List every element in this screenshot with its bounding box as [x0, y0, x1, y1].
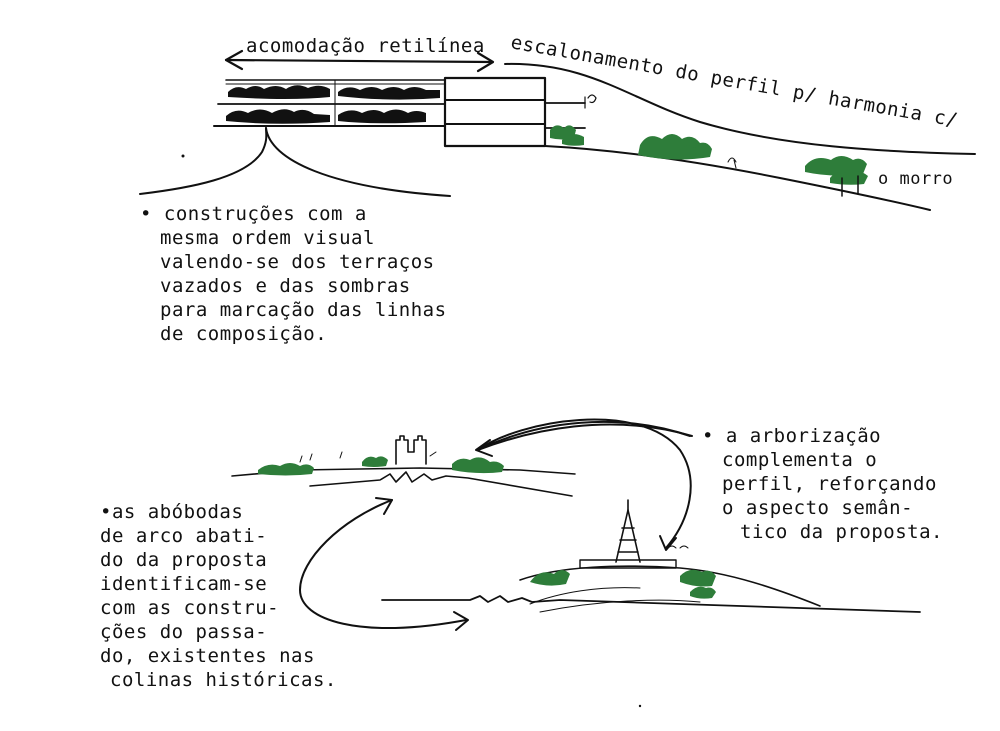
- note-abobodas-line-1: •as abóbodas: [100, 501, 243, 523]
- note-abobodas-line-5: com as constru-: [100, 597, 279, 619]
- terrace-shadows-upper: [228, 85, 440, 100]
- note-construcoes-line-1: • construções com a: [140, 203, 367, 225]
- note-abobodas-line-6: ções do passa-: [100, 621, 267, 643]
- label-acomodacao-retilinea: acomodação retilínea: [246, 35, 485, 57]
- proposal-hill-sketch: [381, 499, 921, 613]
- ink-dot: [638, 704, 642, 708]
- double-arrow-retilinea: [224, 49, 495, 73]
- note-arborizacao: • a arborização complementa o perfil, re…: [702, 425, 943, 543]
- note-bracket-top: [139, 127, 451, 197]
- church-towers: [395, 435, 427, 465]
- profile-slope-line: [504, 62, 976, 155]
- note-abobodas-line-4: identificam-se: [100, 573, 267, 595]
- note-arborizacao-line-5: tico da proposta.: [740, 521, 943, 543]
- arrow-arborizacao-head-line: [477, 423, 693, 451]
- note-construcoes-line-3: valendo-se dos terraços: [160, 251, 435, 273]
- note-arborizacao-line-1: • a arborização: [702, 425, 881, 447]
- note-abobodas-line-7: do, existentes nas: [100, 645, 315, 667]
- ground-line: [544, 145, 931, 211]
- label-escalonamento: escalonamento do perfil p/ harmonia c/: [509, 31, 960, 131]
- note-construcoes-line-2: mesma ordem visual: [160, 227, 375, 249]
- arrow-arborizacao-head: [475, 439, 493, 457]
- building-block: [443, 76, 547, 148]
- label-o-morro: o morro: [878, 169, 953, 189]
- note-arborizacao-line-3: perfil, reforçando: [722, 473, 937, 495]
- top-section-sketch: acomodação retilínea: [139, 31, 976, 345]
- note-arborizacao-line-4: o aspecto semân-: [722, 497, 913, 519]
- note-abobodas-line-3: do da proposta: [100, 549, 267, 571]
- terrace-shadows-lower: [226, 109, 426, 124]
- arrow-arborizacao: [477, 418, 692, 549]
- note-construcoes-line-6: de composição.: [160, 323, 327, 345]
- note-construcoes-line-4: vazados e das sombras: [160, 275, 411, 297]
- historic-hill-sketch: [231, 435, 576, 497]
- note-abobodas-line-2: de arco abati-: [100, 525, 267, 547]
- arrow-arborizacao-tail-head: [659, 535, 677, 551]
- note-construcoes: • construções com a mesma ordem visual v…: [140, 203, 447, 345]
- slope-vegetation: [550, 125, 868, 197]
- note-abobodas-line-8: colinas históricas.: [110, 669, 337, 691]
- note-construcoes-line-5: para marcação das linhas: [160, 299, 447, 321]
- arrow-abobodas: [299, 497, 469, 631]
- antenna-tower: [615, 499, 641, 563]
- note-arborizacao-line-2: complementa o: [722, 449, 877, 471]
- note-abobodas: •as abóbodas de arco abati- do da propos…: [100, 501, 337, 691]
- building-terraces: [213, 76, 597, 148]
